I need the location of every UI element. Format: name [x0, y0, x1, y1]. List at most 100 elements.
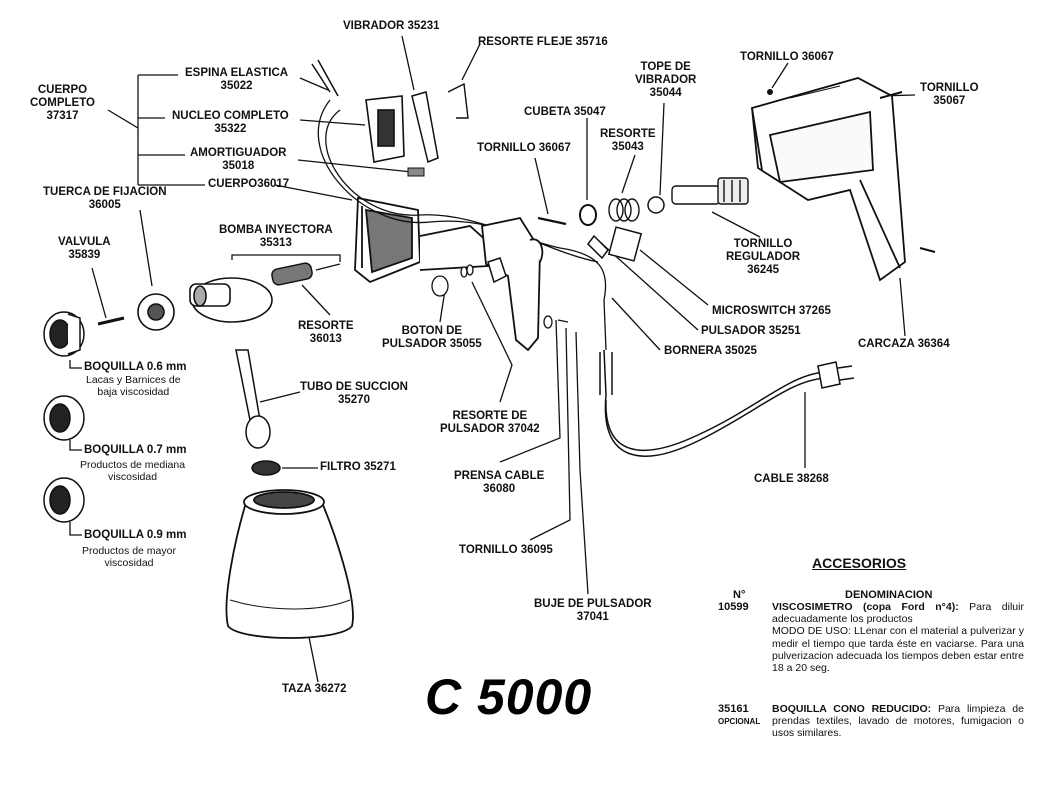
cubeta-part: [579, 204, 597, 226]
label-tornillo-36067-top: TORNILLO 36067: [740, 51, 834, 63]
microswitch-part: [587, 226, 643, 262]
tornillo-36067-mid-part: [537, 216, 567, 226]
leader-tornillo-mid: [534, 157, 549, 215]
leader-prensa: [499, 319, 561, 463]
leader-boquillas: [69, 360, 82, 536]
accesorio-description: VISCOSIMETRO (copa Ford n°4): Para dilui…: [772, 601, 1024, 674]
tuerca-part: [137, 293, 175, 331]
leader-microswitch: [639, 249, 709, 306]
filtro-part: [251, 460, 281, 476]
leader-tornillo-36095: [529, 327, 571, 541]
label-bornera: BORNERA 35025: [664, 345, 757, 357]
accesorio-name: BOQUILLA CONO REDUCIDO:: [772, 703, 932, 715]
bomba-part: [189, 277, 273, 323]
accesorios-col-n: N°: [733, 589, 746, 601]
leader-nucleo: [299, 119, 366, 126]
label-cuerpo: CUERPO36017: [208, 178, 290, 190]
carcaza-housing: [751, 77, 906, 282]
label-cubeta: CUBETA 35047: [524, 106, 606, 118]
accesorio-code: 35161: [718, 703, 749, 715]
resorte-36013-part: [271, 262, 341, 286]
leader-resorte-pulsador: [471, 281, 513, 403]
label-carcaza: CARCAZA 36364: [858, 338, 950, 350]
label-tornillo-36067-mid: TORNILLO 36067: [477, 142, 571, 154]
leader-regulador: [711, 211, 761, 238]
accesorio-line: Para limpieza de prendas textiles, lavad…: [772, 703, 1024, 740]
buje-parts: [543, 315, 569, 329]
leader-taza: [307, 631, 319, 683]
cuerpo-body: [354, 196, 491, 284]
plug-part: [817, 361, 855, 389]
wiring: [317, 99, 607, 351]
leader-tubo: [259, 391, 301, 403]
bracket-cuerpo-completo: [107, 74, 205, 186]
nucleo-part: [365, 95, 405, 163]
valvula-part: [97, 316, 125, 326]
tornillo-regulador-part: [671, 177, 749, 205]
tope-part: [647, 196, 665, 214]
leader-vibrador: [401, 35, 415, 91]
label-boquilla-06: BOQUILLA 0.6 mm: [84, 361, 187, 373]
resorte-35043-part: [608, 198, 640, 222]
amortiguador-part: [407, 167, 425, 177]
model-title: C 5000: [425, 669, 593, 725]
label-vibrador: VIBRADOR 35231: [343, 20, 440, 32]
label-taza: TAZA 36272: [282, 683, 347, 695]
leader-carcaza: [899, 277, 906, 337]
leader-resorte-36013: [301, 284, 331, 316]
tubo-part: [235, 349, 271, 449]
trigger-part: [487, 257, 507, 284]
label-filtro: FILTRO 35271: [320, 461, 396, 473]
accesorio-note: OPCIONAL: [718, 717, 761, 726]
label-pulsador: PULSADOR 35251: [701, 325, 801, 337]
accesorio-description: BOQUILLA CONO REDUCIDO: Para limpieza de…: [772, 703, 1024, 740]
accesorio-code: 10599: [718, 601, 749, 613]
accesorio-line: Para diluir adecuadamente los productos: [772, 601, 1024, 626]
taza-part: [225, 489, 354, 639]
leader-buje: [575, 331, 589, 595]
label-microswitch: MICROSWITCH 37265: [712, 305, 831, 317]
power-cable: [599, 349, 827, 457]
leader-tornillo-top: [771, 62, 789, 89]
espina-part: [311, 59, 339, 97]
leader-resorte-35043: [621, 154, 636, 194]
boquilla-06-part: [43, 311, 85, 357]
bracket-bomba: [231, 254, 341, 262]
leader-resorte-fleje: [461, 43, 481, 81]
leader-cuerpo: [274, 184, 353, 201]
leader-tope: [659, 102, 665, 196]
accesorios-title: ACCESORIOS: [812, 555, 907, 571]
accesorios-col-denominacion: DENOMINACION: [845, 589, 933, 601]
label-boquilla-07: BOQUILLA 0.7 mm: [84, 444, 187, 456]
leader-amortiguador: [297, 159, 413, 173]
label-resorte-fleje: RESORTE FLEJE 35716: [478, 36, 608, 48]
small-screw-right: [919, 247, 936, 253]
accesorio-line: MODO DE USO: LLenar con el material a pu…: [772, 625, 1024, 675]
label-tornillo-36095: TORNILLO 36095: [459, 544, 553, 556]
leader-bornera: [611, 297, 661, 351]
resorte-fleje-part: [447, 82, 469, 119]
leader-valvula: [91, 267, 107, 319]
accesorio-name: VISCOSIMETRO (copa Ford n°4):: [772, 601, 959, 613]
tornillo-36067-top-part: [767, 89, 773, 95]
handle-part: [481, 216, 544, 352]
